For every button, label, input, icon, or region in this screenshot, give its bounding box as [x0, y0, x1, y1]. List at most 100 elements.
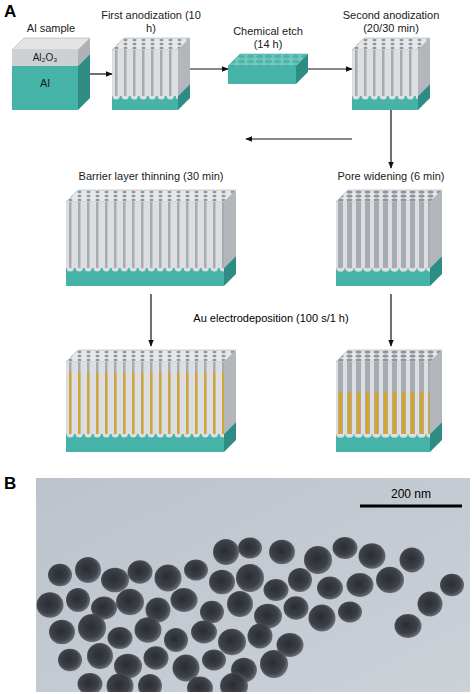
porous-oxide	[66, 362, 224, 434]
gold-nanowires	[66, 372, 224, 434]
gold-filled-block	[66, 350, 236, 452]
nanoparticle	[269, 540, 295, 564]
block-side	[430, 422, 442, 452]
block-top	[66, 190, 236, 202]
block-side	[430, 350, 442, 434]
step-heading: Chemical etch (14 h)	[226, 25, 310, 51]
scale-label: 200 nm	[356, 487, 466, 502]
step-heading: Second anodization (20/30 min)	[327, 9, 455, 35]
block-top	[352, 38, 430, 50]
nanoparticle	[236, 564, 264, 592]
nanoparticle	[260, 650, 288, 678]
process-arrow	[390, 294, 391, 346]
nanoparticle	[155, 565, 182, 592]
layer-label: Al₂O₃	[14, 51, 76, 65]
nanoparticle	[220, 673, 248, 692]
block-top	[12, 38, 90, 50]
porous-oxide	[336, 202, 430, 268]
aluminium-layer	[66, 434, 224, 452]
step-heading: Pore widening (6 min)	[326, 170, 456, 183]
nanoparticle	[116, 589, 144, 615]
nanoparticle	[184, 559, 208, 580]
widened-block	[336, 190, 442, 286]
nanoparticle	[66, 588, 90, 612]
aluminium-layer	[112, 96, 178, 110]
porous-oxide	[352, 50, 418, 96]
process-arrow	[390, 110, 391, 168]
process-arrow	[90, 73, 112, 74]
nanoparticle	[164, 628, 188, 652]
nanoparticle	[395, 614, 422, 638]
nanoparticle	[347, 573, 374, 597]
step-block: Barrier layer thinning (30 min)	[56, 168, 246, 286]
block-top	[228, 54, 308, 66]
scale-bar	[360, 505, 462, 508]
nanoparticle	[49, 620, 75, 644]
tem-image	[36, 478, 470, 692]
nanoparticle	[359, 543, 386, 568]
nanoparticle	[218, 629, 246, 655]
nanoparticle	[78, 673, 103, 692]
nanoparticle	[264, 579, 289, 601]
block-side	[430, 190, 442, 268]
nanoparticle	[284, 596, 309, 620]
step-heading: Barrier layer thinning (30 min)	[56, 170, 246, 183]
nanoparticle	[213, 539, 239, 565]
nanoparticle	[333, 537, 358, 559]
block-side	[224, 190, 236, 268]
block-side	[224, 422, 236, 452]
nanoparticle	[78, 614, 106, 642]
step-label: Au electrodeposition (100 s/1 h)	[160, 311, 382, 325]
aluminium-layer	[228, 66, 296, 84]
step-block: Al sampleAl₂O₃Al	[12, 38, 90, 110]
step-block: Pore widening (6 min)	[326, 168, 456, 286]
oxide-layer	[12, 50, 78, 66]
al-sample-block	[12, 38, 90, 110]
thinned-block	[66, 190, 236, 286]
nanoparticle	[87, 643, 113, 669]
nanoparticle	[338, 601, 362, 622]
porous-oxide	[336, 362, 430, 434]
process-arrow	[308, 68, 352, 69]
panel-letter: B	[4, 474, 16, 494]
process-arrow	[190, 68, 228, 69]
gold-filled-block	[336, 350, 442, 452]
nanoparticle	[309, 605, 336, 632]
step-heading: Al sample	[6, 22, 96, 35]
step-block: Chemical etch (14 h)	[228, 54, 308, 84]
layer-label: Al	[14, 76, 76, 90]
block-side	[224, 256, 236, 286]
nanoparticle	[440, 574, 464, 597]
nanoparticle	[304, 546, 332, 574]
nanoparticle	[108, 627, 133, 649]
step-block: First anodization (10 h)	[112, 38, 190, 110]
block-side	[78, 54, 90, 110]
aluminium-layer	[336, 434, 430, 452]
nanoparticle	[138, 674, 162, 692]
nanoparticle	[58, 649, 82, 672]
block-side	[224, 350, 236, 434]
process-arrow	[246, 138, 352, 139]
nanoparticle	[135, 617, 162, 642]
nanoparticle	[238, 537, 262, 558]
aluminium-layer	[352, 96, 418, 110]
nanoparticle	[400, 548, 425, 573]
nanoparticle	[48, 564, 72, 587]
etched-block	[228, 54, 308, 84]
nanoparticle	[317, 577, 343, 600]
porous-oxide	[66, 202, 224, 268]
aluminium-layer	[336, 268, 430, 286]
step-heading: First anodization (10 h)	[101, 9, 201, 35]
nanoparticle	[418, 592, 443, 617]
block-side	[430, 256, 442, 286]
block-side	[178, 84, 190, 110]
block-top	[66, 350, 236, 362]
nanoparticle	[376, 567, 404, 593]
nanoparticle	[191, 621, 217, 644]
nanoparticle	[248, 624, 273, 649]
block-side	[418, 84, 430, 110]
process-arrow	[150, 294, 151, 346]
nanoparticle-cluster	[37, 537, 465, 692]
nanoparticle	[144, 646, 169, 670]
